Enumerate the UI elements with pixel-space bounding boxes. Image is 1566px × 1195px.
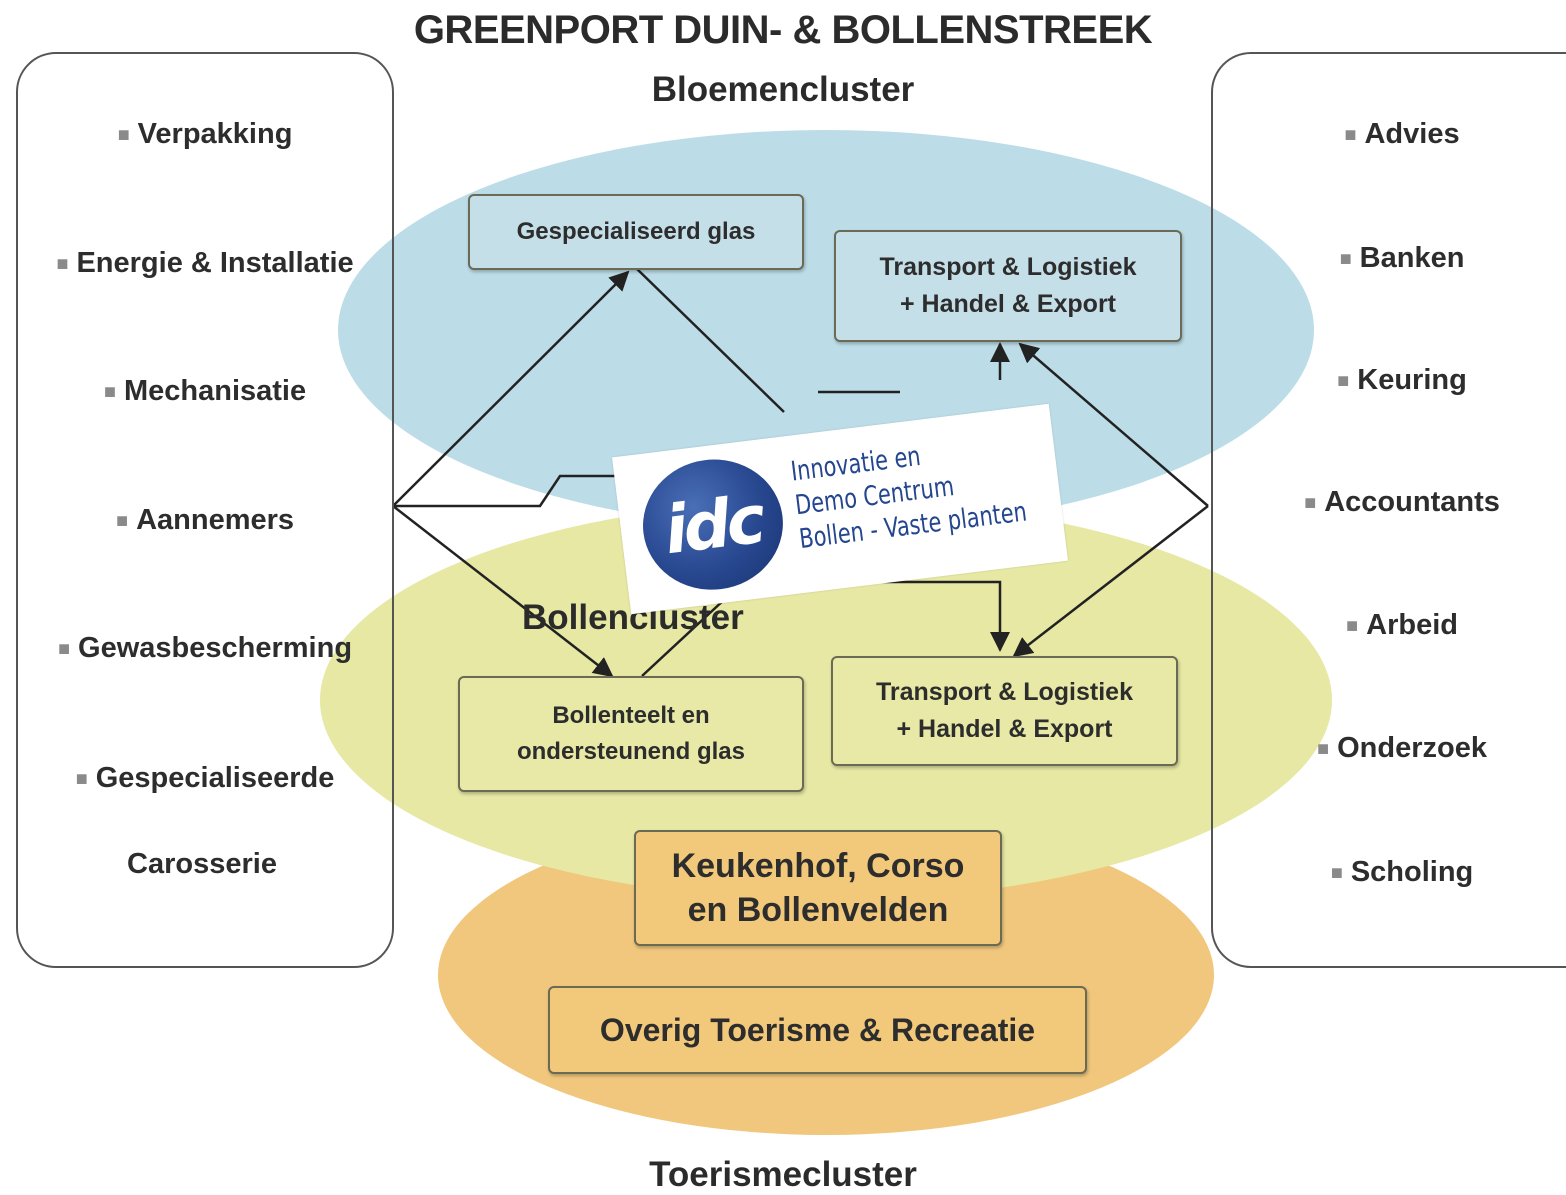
- bullet-icon: ■: [103, 380, 116, 403]
- box-overig-toerisme: Overig Toerisme & Recreatie: [548, 986, 1087, 1074]
- right-item-keuring: ■Keuring: [1337, 364, 1467, 396]
- box-transport-logistiek-bloemen: Transport & Logistiek + Handel & Export: [834, 230, 1182, 342]
- left-item-verpakking: ■Verpakking: [117, 118, 293, 150]
- box-tl-bottom-line2: + Handel & Export: [896, 715, 1113, 743]
- right-item-arbeid: ■Arbeid: [1346, 609, 1458, 641]
- bullet-icon: ■: [1330, 861, 1343, 884]
- right-item-scholing: ■Scholing: [1330, 856, 1474, 888]
- idc-name: Innovatie en Demo Centrum Bollen - Vaste…: [789, 423, 1065, 556]
- page-title: GREENPORT DUIN- & BOLLENSTREEK: [413, 8, 1153, 52]
- left-item-aannemers: ■Aannemers: [115, 504, 295, 536]
- bullet-icon: ■: [1337, 369, 1350, 392]
- right-item-accountants: ■Accountants: [1304, 486, 1500, 518]
- box-glas-label: Gespecialiseerd glas: [516, 218, 756, 245]
- left-item-carosserie: Carosserie: [127, 848, 277, 880]
- box-keukenhof-line2: en Bollenvelden: [687, 891, 949, 929]
- bullet-icon: ■: [1339, 247, 1352, 270]
- box-transport-logistiek-bollen: Transport & Logistiek + Handel & Export: [831, 656, 1178, 766]
- bullet-icon: ■: [56, 252, 69, 275]
- bullet-icon: ■: [75, 767, 88, 790]
- right-item-onderzoek: ■Onderzoek: [1317, 732, 1487, 764]
- box-bollenteelt-line1: Bollenteelt en: [552, 702, 710, 729]
- bullet-icon: ■: [1317, 737, 1330, 760]
- bloemencluster-label: Bloemencluster: [651, 70, 915, 109]
- arrow-left-to-glas: [392, 270, 630, 507]
- box-bollenteelt-line2: ondersteunend glas: [516, 738, 746, 765]
- box-tl-top-line1: Transport & Logistiek: [879, 252, 1137, 281]
- left-item-energie: ■Energie & Installatie: [56, 247, 354, 279]
- arrow-right-to-tl-top: [1018, 342, 1209, 507]
- arrow-left-to-bollenteelt: [392, 505, 614, 678]
- arrow-right-to-tl-bottom: [1012, 505, 1209, 658]
- box-bollenteelt: Bollenteelt en ondersteunend glas: [458, 676, 804, 792]
- bullet-icon: ■: [57, 637, 71, 660]
- line-glas-down: [635, 267, 785, 413]
- left-item-gespecialiseerde: ■Gespecialiseerde: [75, 762, 335, 794]
- left-item-gewasbescherming: ■Gewasbescherming: [57, 632, 353, 664]
- box-tl-top-line2: + Handel & Export: [899, 290, 1116, 318]
- box-overig-label: Overig Toerisme & Recreatie: [599, 1012, 1036, 1048]
- bullet-icon: ■: [1304, 491, 1317, 514]
- box-keukenhof: Keukenhof, Corso en Bollenvelden: [634, 830, 1002, 946]
- bullet-icon: ■: [117, 123, 130, 146]
- connector-lines: [392, 267, 1209, 678]
- box-keukenhof-line1: Keukenhof, Corso: [671, 846, 965, 885]
- right-item-advies: ■Advies: [1344, 118, 1460, 150]
- bullet-icon: ■: [1346, 614, 1359, 637]
- right-service-panel: [1211, 52, 1566, 968]
- idc-logo-text: idc: [660, 480, 766, 569]
- idc-logo-icon: idc: [635, 451, 791, 598]
- line-left-step: [393, 474, 640, 508]
- left-supplier-panel: [16, 52, 394, 968]
- box-tl-bottom-line1: Transport & Logistiek: [876, 677, 1133, 706]
- toerismecluster-label: Toerismecluster: [649, 1155, 917, 1194]
- bullet-icon: ■: [1344, 123, 1357, 146]
- left-item-mechanisatie: ■Mechanisatie: [103, 375, 307, 407]
- bollen-ellipse: [320, 500, 1332, 900]
- box-gespecialiseerd-glas: Gespecialiseerd glas: [468, 194, 804, 270]
- right-item-banken: ■Banken: [1339, 242, 1465, 274]
- bullet-icon: ■: [115, 509, 129, 532]
